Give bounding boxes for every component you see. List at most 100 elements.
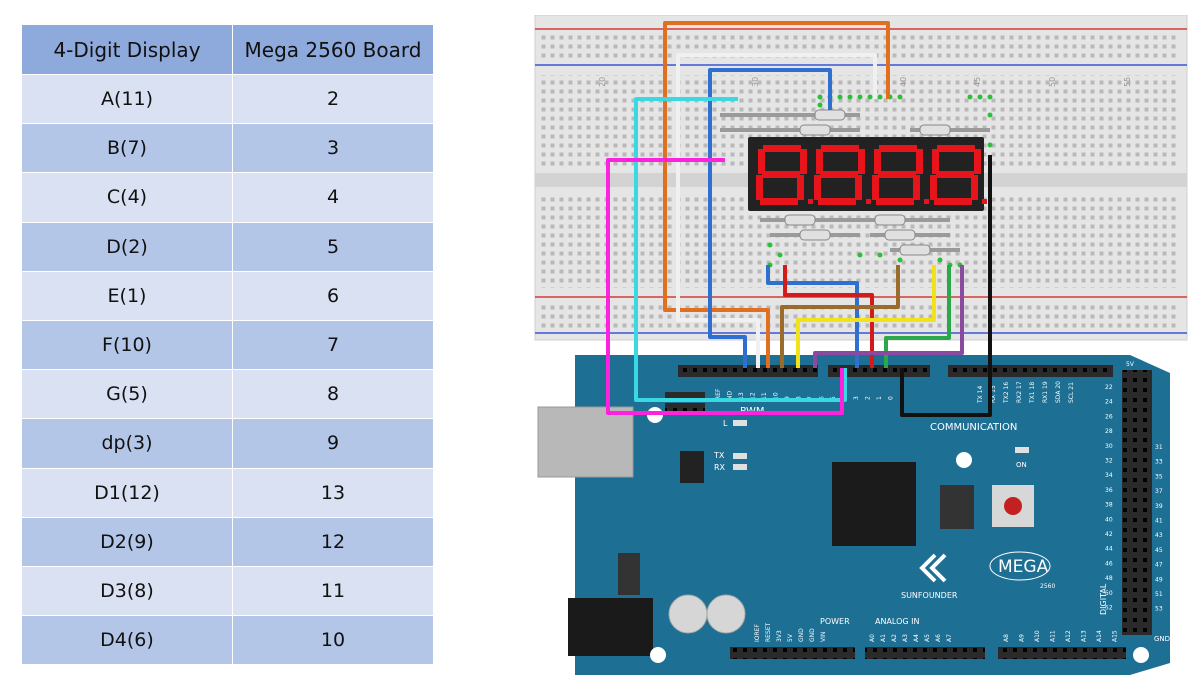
capacitor [706, 594, 746, 634]
pin-label: 45 [1155, 547, 1163, 554]
pin-label: 12 [750, 392, 757, 400]
digit-3 [872, 145, 929, 205]
communication-label: COMMUNICATION [930, 422, 1017, 433]
pin-label: 46 [1105, 560, 1113, 567]
board-pin-cell: 3 [232, 123, 434, 173]
pin-label: GND [809, 628, 816, 642]
pin-label: 28 [1105, 428, 1113, 435]
brand-name: SUNFOUNDER [901, 591, 958, 600]
model-name: MEGA [998, 557, 1049, 577]
wire-purple [813, 265, 964, 368]
pin-label: 5V [787, 633, 794, 642]
pin-label: RX 15 [990, 385, 997, 403]
board-pin-cell: 9 [232, 418, 434, 468]
board-pin-cell: 11 [232, 565, 434, 616]
pin-label: RESET [765, 622, 772, 642]
pin-label: 50 [1105, 590, 1113, 597]
board-pin-cell: 8 [232, 369, 434, 419]
digital-header-label: DIGITAL [1099, 583, 1108, 615]
pin-label: A15 [1112, 630, 1119, 642]
pin-label: 34 [1105, 472, 1113, 479]
pin-label: 0 [888, 396, 895, 400]
display-pin-cell: D(2) [22, 221, 233, 272]
jumper-wires [606, 21, 992, 417]
pin-label: SDA 20 [1055, 381, 1062, 403]
wiring-diagram: 20 30 40 45 50 55 [530, 15, 1190, 685]
l-led-label: L [723, 419, 728, 428]
pin-label: 49 [1155, 576, 1163, 583]
pin-label: 52 [1105, 605, 1113, 612]
display-pin-cell: dp(3) [22, 418, 233, 468]
display-pin-cell: B(7) [22, 123, 233, 173]
column-number: 45 [973, 77, 982, 87]
wire-red [783, 265, 874, 368]
board-pin-cell: 13 [232, 467, 434, 518]
pin-label: 10 [773, 392, 780, 400]
pin-label: A5 [924, 634, 931, 642]
arduino-mega-board: PWM COMMUNICATION L TX RX ON SUNFOUNDER … [537, 355, 1170, 675]
wire-white [676, 53, 877, 368]
wire-orange [663, 21, 890, 368]
pin-label: 35 [1155, 473, 1163, 480]
table-row: F(10)7 [22, 319, 434, 370]
pin-label: 36 [1105, 487, 1113, 494]
table-row: D2(9)12 [22, 516, 434, 567]
pin-label: 48 [1105, 575, 1113, 582]
wire-blue-bottom [766, 265, 859, 368]
table-row: D4(6)10 [22, 615, 434, 665]
digit-1 [756, 145, 813, 205]
board-pin-cell: 4 [232, 172, 434, 223]
column-number: 20 [598, 77, 607, 87]
pin-label: 41 [1155, 518, 1163, 525]
table-row: A(11)2 [22, 73, 434, 124]
display-pin-cell: D4(6) [22, 615, 233, 665]
wire-magenta [606, 158, 844, 415]
pin-label: A7 [946, 634, 953, 642]
board-pin-cell: 10 [232, 615, 434, 665]
wire-black [900, 155, 992, 417]
display-pin-cell: A(11) [22, 73, 233, 124]
usb-port [538, 407, 633, 477]
pin-label: A6 [935, 634, 942, 642]
wire-yellow [796, 265, 936, 368]
rx-led-label: RX [714, 463, 726, 472]
column-number: 30 [751, 77, 760, 87]
breadboard: 20 30 40 45 50 55 [534, 15, 1188, 341]
pin-label: 2 [865, 396, 872, 400]
sunfounder-logo-icon [919, 553, 947, 583]
analog-header-label: ANALOG IN [875, 617, 920, 626]
wire-cyan [634, 97, 847, 402]
pin-label: A4 [913, 634, 920, 642]
display-pin-cell: D1(12) [22, 467, 233, 518]
column-header-board: Mega 2560 Board [232, 25, 434, 75]
pin-label: 13 [738, 392, 745, 400]
pin-label: TX2 16 [1003, 382, 1010, 404]
pin-label: 33 [1155, 459, 1163, 466]
pin-label: 26 [1105, 413, 1113, 420]
display-pin-cell: E(1) [22, 270, 233, 321]
display-pin-cell: D2(9) [22, 516, 233, 567]
pin-label: 3 [853, 396, 860, 400]
model-number: 2560 [1040, 583, 1055, 590]
pin-label: RX1 19 [1042, 381, 1049, 403]
board-pin-cell: 2 [232, 73, 434, 124]
display-pin-cell: F(10) [22, 319, 233, 370]
table-row: D1(12)13 [22, 467, 434, 518]
pin-label: GND [798, 628, 805, 642]
pin-label: 51 [1155, 591, 1163, 598]
pin-label: 24 [1105, 399, 1113, 406]
table-row: dp(3)9 [22, 418, 434, 468]
pin-label: 11 [761, 392, 768, 400]
pin-label: 40 [1105, 516, 1113, 523]
pin-label: 22 [1105, 384, 1113, 391]
board-pin-cell: 12 [232, 516, 434, 567]
table-row: D3(8)11 [22, 565, 434, 616]
resistors [720, 109, 990, 256]
power-jack [568, 598, 653, 656]
pin-label: 30 [1105, 443, 1113, 450]
digit-4 [930, 145, 987, 205]
pin-label: A13 [1081, 630, 1088, 642]
